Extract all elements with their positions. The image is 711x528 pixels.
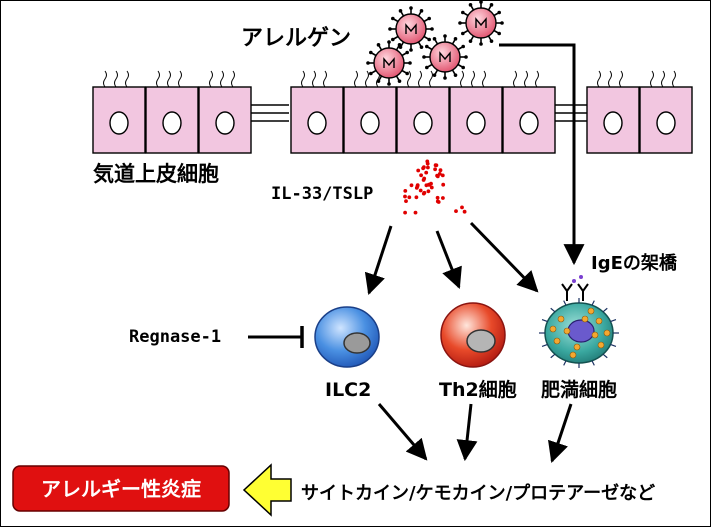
epithelial-cell bbox=[449, 70, 503, 154]
regnase-label: Regnase-1 bbox=[129, 327, 221, 347]
epithelium-layer bbox=[92, 70, 693, 154]
epithelial-cell bbox=[145, 70, 199, 154]
cytokine-dot bbox=[460, 205, 464, 210]
cytokine-dot bbox=[434, 163, 439, 168]
cytokine-dot bbox=[438, 168, 443, 173]
cytokine-dot bbox=[437, 172, 442, 176]
cytokine-dot bbox=[462, 209, 467, 214]
cytokine-dot bbox=[403, 210, 407, 215]
cytokine-dot bbox=[413, 210, 418, 215]
epithelial-cell bbox=[586, 70, 640, 154]
epithelial-cell bbox=[639, 70, 693, 154]
allergen-icon bbox=[388, 6, 434, 52]
outcome-arrow-icon bbox=[242, 463, 292, 517]
ige-antibody-icon bbox=[561, 283, 589, 301]
arrow-th2-to-mediators bbox=[456, 403, 478, 462]
il33-tslp-label: IL-33/TSLP bbox=[271, 184, 373, 204]
cytokine-dot bbox=[409, 183, 414, 188]
epithelial-cell bbox=[290, 70, 344, 154]
th2-label: Th2細胞 bbox=[439, 378, 517, 401]
cytokine-dot bbox=[425, 159, 430, 164]
cytokine-dot bbox=[421, 191, 426, 196]
cytokine-dot bbox=[435, 173, 439, 178]
cytokine-dot bbox=[440, 173, 445, 178]
cytokine-dot bbox=[435, 195, 440, 200]
cytokine-dot bbox=[454, 209, 458, 214]
cytokine-dot bbox=[415, 184, 420, 189]
cytokine-dot bbox=[426, 165, 430, 170]
epithelial-cell bbox=[343, 70, 397, 154]
cytokine-dot bbox=[429, 185, 434, 190]
cytokine-dot bbox=[441, 182, 446, 187]
cytokine-dot bbox=[403, 194, 407, 199]
epithelial-cell bbox=[396, 70, 450, 154]
cytokine-dot bbox=[433, 167, 437, 172]
arrow-to-ilc2 bbox=[364, 225, 393, 295]
allergen-icon bbox=[458, 1, 504, 46]
cytokine-dot bbox=[426, 189, 431, 194]
allergen-particles bbox=[366, 1, 504, 86]
outcome-label: アレルギー性炎症 bbox=[41, 477, 201, 501]
arrow-mast-to-mediators bbox=[548, 403, 573, 463]
allergen-dot-icon bbox=[572, 279, 576, 283]
mediators-label: サイトカイン/ケモカイン/プロテアーゼなど bbox=[301, 482, 655, 504]
cytokine-dot bbox=[414, 195, 419, 200]
outcome-box: アレルギー性炎症 bbox=[12, 465, 230, 512]
cytokine-dot bbox=[441, 196, 445, 200]
cytokine-dot bbox=[404, 199, 408, 204]
cytokine-dot bbox=[419, 173, 423, 178]
arrow-to-mast-cell bbox=[469, 221, 539, 293]
allergen-icon bbox=[366, 40, 412, 86]
allergen-label: アレルゲン bbox=[241, 26, 351, 51]
ige-crosslink-label: IgEの架橋 bbox=[591, 252, 678, 274]
epithelial-cell bbox=[198, 70, 252, 154]
cytokine-dot bbox=[435, 199, 440, 204]
il33-tslp-dots bbox=[403, 159, 467, 215]
allergen-to-ige-arrow bbox=[499, 43, 585, 266]
allergen-icon bbox=[422, 34, 468, 80]
allergen-dot-icon bbox=[579, 275, 583, 279]
cytokine-dot bbox=[418, 188, 423, 193]
ilc2-cell bbox=[314, 306, 380, 368]
cytokine-dot bbox=[424, 183, 429, 188]
th2-cell bbox=[440, 302, 506, 368]
cytokine-dot bbox=[407, 195, 412, 200]
epithelial-cell bbox=[502, 70, 556, 154]
epithelial-cells bbox=[92, 70, 693, 154]
cytokine-dot bbox=[421, 166, 425, 171]
mast-cell bbox=[539, 298, 619, 368]
cytokine-dot bbox=[422, 176, 427, 181]
cytokine-dot bbox=[416, 168, 421, 173]
cytokine-dot bbox=[403, 189, 408, 193]
ilc2-label: ILC2 bbox=[325, 379, 371, 401]
arrow-to-th2 bbox=[435, 230, 462, 289]
cytokine-dot bbox=[424, 170, 429, 175]
epithelium-label: 気道上皮細胞 bbox=[93, 162, 219, 186]
arrow-ilc2-to-mediators bbox=[377, 403, 428, 461]
epithelial-cell bbox=[92, 70, 146, 154]
mast-cell-label: 肥満細胞 bbox=[541, 378, 617, 401]
